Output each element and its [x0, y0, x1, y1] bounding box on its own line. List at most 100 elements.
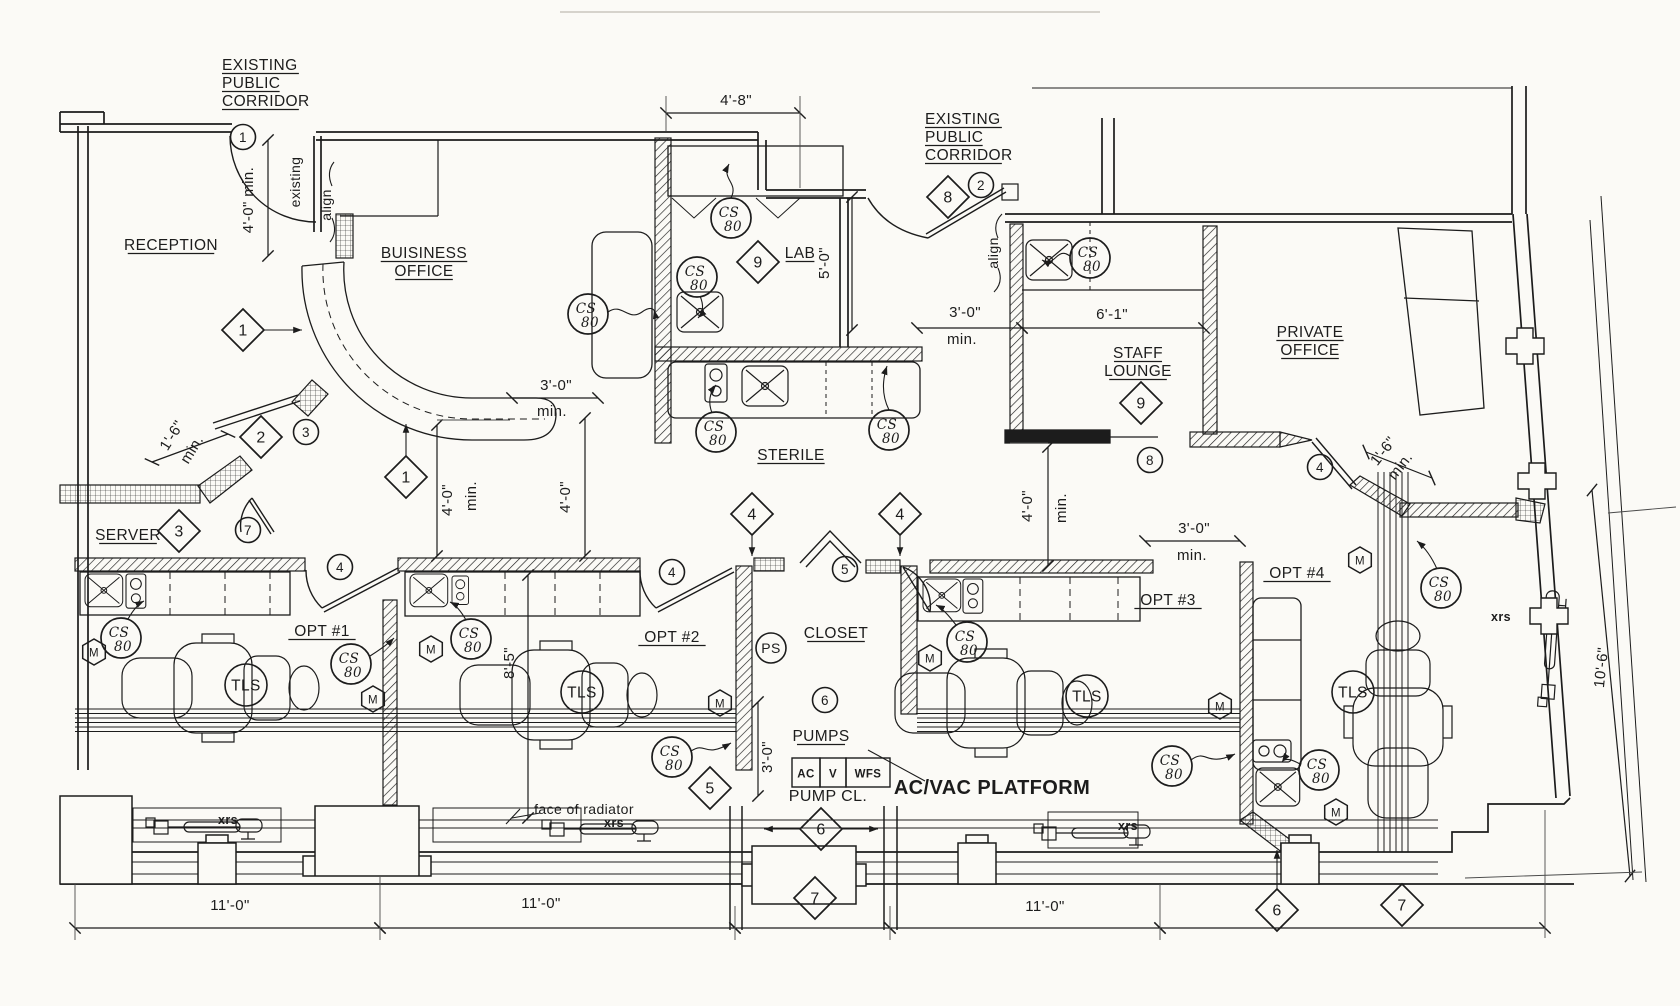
keynote-diamond-6	[1254, 887, 1300, 933]
dimension-tick	[578, 411, 592, 425]
dimension-tick	[578, 549, 592, 563]
tag-circle-5	[831, 555, 859, 583]
room-label-existing-public-corridor-right: CORRIDOR	[925, 147, 1013, 164]
m-monitor-symbol	[81, 638, 107, 666]
dimension-text: 3'-0"	[1178, 520, 1210, 537]
tag-circle-1	[229, 123, 257, 151]
keynote-diamond-7	[1379, 882, 1425, 928]
keynote-diamond-7	[792, 875, 838, 921]
room-label-existing-public-corridor-right: EXISTING	[925, 111, 1001, 128]
keynote-diamond-4	[729, 491, 775, 537]
xrs-label: xrs	[1118, 819, 1138, 833]
m-text: M	[1331, 808, 1341, 820]
room-label-closet: CLOSET	[804, 625, 869, 642]
cs80-equipment-symbol	[1420, 567, 1462, 609]
room-label-business-office: OFFICE	[394, 263, 453, 280]
room-label-opt-2: OPT #2	[644, 629, 700, 646]
tag-circle-number: 7	[244, 523, 252, 538]
keynote-diamond-number: 4	[747, 507, 756, 524]
cs80-text: 80	[665, 758, 683, 774]
dimension-text: 4'-0" min.	[240, 167, 257, 233]
room-label-business-office: BUISINESS	[381, 245, 467, 262]
dimension-text: 4'-0"	[439, 484, 456, 516]
extension-line	[1464, 871, 1643, 879]
room-label-existing-public-corridor-left: CORRIDOR	[222, 93, 310, 110]
align-note-right: align	[985, 237, 1001, 269]
dimension-tick	[220, 430, 236, 438]
m-monitor-symbol	[360, 685, 386, 713]
m-monitor-symbol	[917, 644, 943, 672]
existing-note: existing	[287, 157, 303, 208]
keynote-diamond-3	[156, 508, 202, 554]
dimension-line	[151, 433, 229, 463]
dimension-text: 4'-0"	[1019, 490, 1036, 522]
cs80-equipment-symbol	[450, 618, 492, 660]
room-label-opt-1: OPT #1	[294, 623, 350, 640]
dimension-text: 10'-6"	[1591, 646, 1612, 688]
room-label-reception: RECEPTION	[124, 237, 218, 254]
cs80-text: 80	[1434, 589, 1452, 605]
dimension-text: 11'-0"	[1025, 898, 1065, 915]
dimension-text: 11'-0"	[210, 897, 250, 914]
tag-circle-number: 4	[336, 560, 344, 575]
face-of-radiator-note: face of radiator	[534, 801, 634, 817]
cs80-text: 80	[1165, 767, 1183, 783]
m-monitor-symbol	[1207, 692, 1233, 720]
m-text: M	[1215, 702, 1225, 714]
window-piers	[59, 327, 1569, 930]
tls-text: TLS	[567, 685, 597, 702]
generated-annotations: EXISTINGPUBLICCORRIDOREXISTINGPUBLICCORR…	[68, 57, 1677, 940]
keynote-diamond-2	[238, 414, 284, 460]
cs80-text: 80	[114, 639, 132, 655]
keynote-diamond-5	[687, 765, 733, 811]
cs80-text: CS	[660, 744, 680, 760]
cs80-text: 80	[344, 665, 362, 681]
cs80-equipment-symbol	[1069, 237, 1111, 279]
room-label-private-office: PRIVATE	[1277, 324, 1344, 341]
tag-circle-number: 1	[239, 130, 247, 145]
m-text: M	[925, 654, 935, 666]
dimension-tick	[144, 458, 160, 466]
keynote-diamond-1	[220, 307, 266, 353]
dimension-tick	[1041, 559, 1055, 573]
dimension-text: 5'-0"	[816, 247, 833, 279]
room-label-existing-public-corridor-left: EXISTING	[222, 57, 298, 74]
dimension-text: 3'-0"	[949, 304, 981, 321]
tag-circle-number: 6	[821, 693, 829, 708]
tag-circle-4	[658, 558, 686, 586]
tag-circle-number: 4	[1316, 460, 1324, 475]
m-monitor-symbol	[1323, 798, 1349, 826]
tls-text: TLS	[231, 678, 261, 695]
room-label-existing-public-corridor-left: PUBLIC	[222, 75, 280, 92]
dimension-tick	[1041, 440, 1055, 454]
tag-circle-6	[811, 686, 839, 714]
dimension-text: 6'-1"	[1096, 306, 1128, 323]
xrs-label: xrs	[218, 813, 238, 827]
dimension-line	[1365, 451, 1433, 479]
keynote-diamond-number: 2	[256, 430, 265, 447]
dimension-tick	[1015, 321, 1029, 335]
walls-new-hatched	[59, 137, 1546, 861]
keynote-diamond-number: 1	[401, 470, 410, 487]
tls-light-symbol	[224, 663, 268, 707]
dimension-tick	[1428, 470, 1436, 486]
dimension-text: 4'-8"	[720, 92, 752, 109]
dimension-tick	[505, 391, 519, 405]
cs80-text: 80	[464, 640, 482, 656]
pump-box-label: AC	[797, 769, 814, 781]
xrs-label: xrs	[1491, 610, 1511, 624]
dimension-text: 11'-0"	[521, 895, 561, 912]
tag-circle-number: 8	[1146, 453, 1154, 468]
dimension-tick	[261, 249, 275, 263]
room-label-staff-lounge: LOUNGE	[1104, 363, 1172, 380]
room-label-server: SERVER	[95, 527, 161, 544]
room-label-pumps: PUMPS	[792, 728, 849, 745]
cs80-equipment-symbol	[710, 197, 752, 239]
keynote-diamond-number: 7	[1397, 898, 1406, 915]
dimension-tick	[1362, 444, 1370, 460]
m-monitor-symbol	[707, 689, 733, 717]
cs80-equipment-symbol	[946, 621, 988, 663]
ps-panel-symbol	[755, 632, 787, 664]
